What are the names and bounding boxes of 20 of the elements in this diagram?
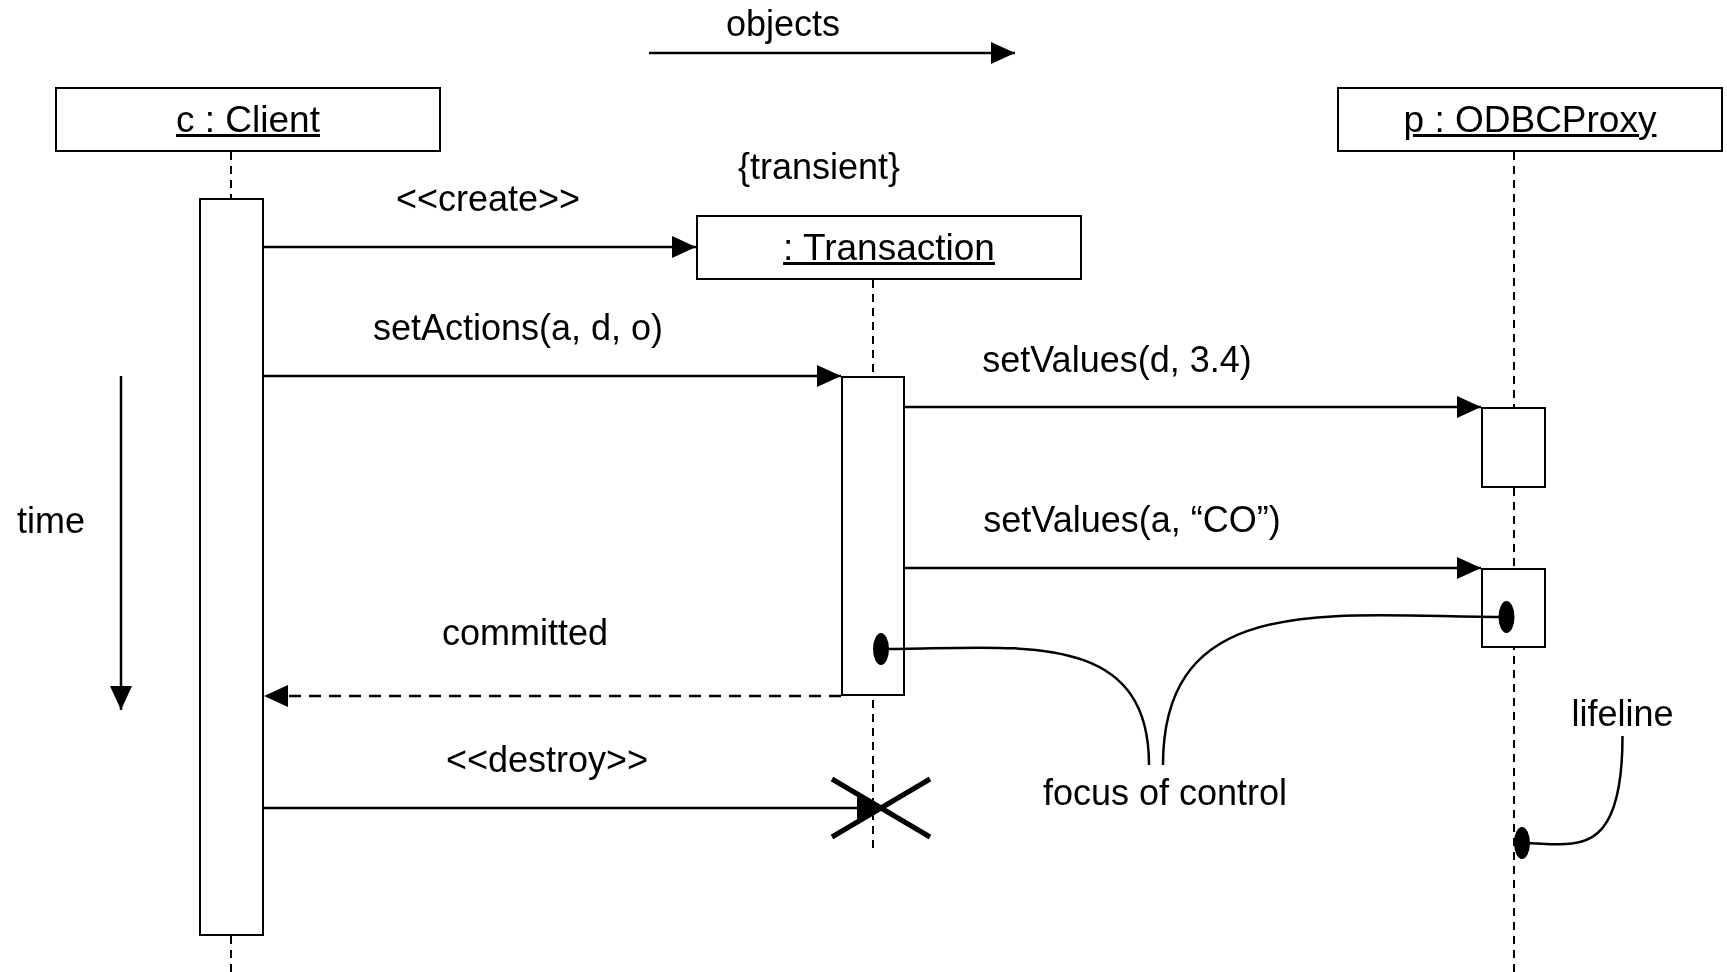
annotation-label: lifeline — [1555, 692, 1690, 736]
message-arrow — [264, 236, 696, 258]
message-arrow — [905, 396, 1481, 418]
activation-bar — [1481, 568, 1546, 648]
axis-label: time — [17, 501, 85, 541]
leader-line — [1161, 601, 1515, 766]
axis-label: objects — [725, 4, 841, 44]
leader-line — [1514, 735, 1624, 859]
constraint-label: {transient} — [737, 147, 901, 187]
object-box: : Transaction — [696, 215, 1082, 280]
object-box: c : Client — [55, 87, 441, 152]
message-arrow — [264, 685, 841, 707]
activation-bar — [1481, 407, 1546, 488]
annotation-label: focus of control — [1015, 765, 1315, 821]
message-arrow — [264, 365, 841, 387]
message-arrow — [905, 557, 1481, 579]
object-box: p : ODBCProxy — [1337, 87, 1723, 152]
leader-line — [873, 633, 1151, 766]
activation-bar — [841, 376, 905, 696]
activation-bar — [199, 198, 264, 936]
